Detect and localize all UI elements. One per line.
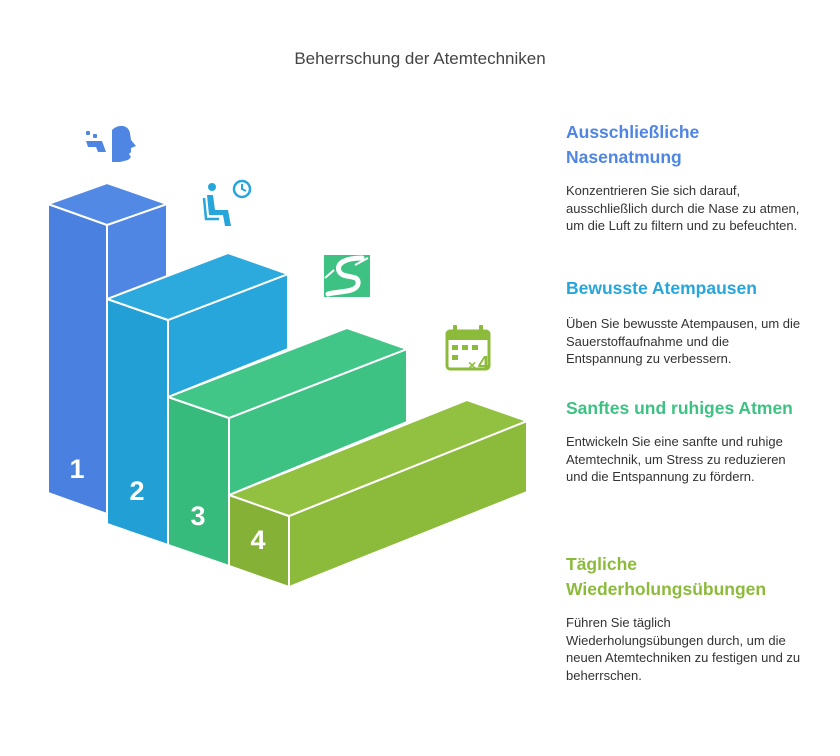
step-2-heading: Bewusste Atempausen (566, 278, 757, 298)
step-3-text: Sanftes und ruhiges Atmen Entwickeln Sie… (566, 396, 806, 486)
step-2-number: 2 (129, 476, 144, 506)
step-1-description: Konzentrieren Sie sich darauf, ausschlie… (566, 183, 800, 233)
step-3-heading: Sanftes und ruhiges Atmen (566, 398, 793, 418)
step-3-description: Entwickeln Sie eine sanfte und ruhige At… (566, 434, 786, 484)
step-2-description: Üben Sie bewusste Atempausen, um die Sau… (566, 316, 801, 366)
svg-text:×: × (468, 357, 476, 373)
nose-breathing-face-icon (86, 125, 136, 162)
step-4-heading: Tägliche Wiederholungsübungen (566, 554, 767, 599)
seated-person-clock-icon (202, 179, 252, 226)
step-4-description: Führen Sie täglich Wiederholungsübungen … (566, 615, 801, 683)
svg-text:4: 4 (478, 353, 490, 375)
step-4-number: 4 (250, 525, 265, 555)
calendar-times-four-icon: × 4 (445, 325, 491, 375)
step-1-block (45, 181, 171, 516)
step-1-heading: Ausschließliche Nasenatmung (566, 122, 700, 167)
winding-path-icon (324, 255, 370, 297)
step-4-block (226, 398, 530, 589)
step-4-text: Tägliche Wiederholungsübungen Führen Sie… (566, 552, 806, 684)
step-1-number: 1 (69, 454, 84, 484)
diagram-title: Beherrschung der Atemtechniken (294, 49, 546, 68)
step-1-text: Ausschließliche Nasenatmung Konzentriere… (566, 120, 806, 235)
step-2-text: Bewusste Atempausen Üben Sie bewusste At… (566, 276, 806, 368)
step-3-number: 3 (190, 501, 205, 531)
step-3-block (165, 326, 410, 568)
